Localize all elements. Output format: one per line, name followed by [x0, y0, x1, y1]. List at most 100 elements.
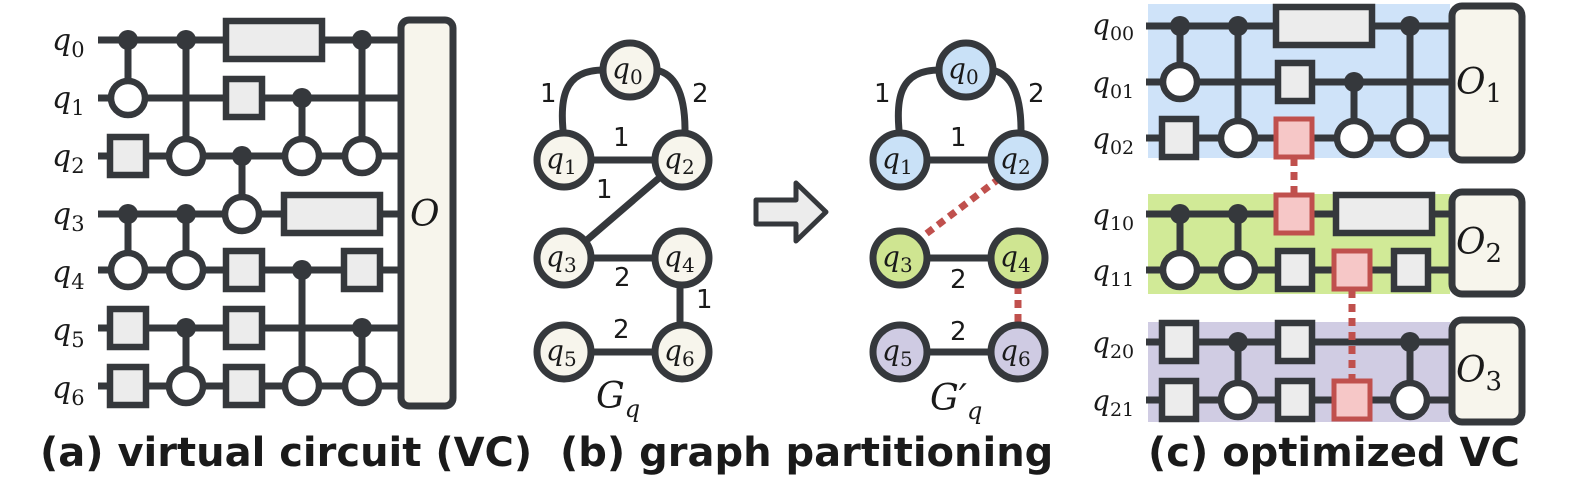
single-qubit-gate: [222, 75, 266, 121]
observable-box-1: [1448, 2, 1526, 164]
target-circle: [1389, 379, 1431, 421]
target-circle: [1159, 61, 1201, 103]
graph-node-q5: [533, 321, 595, 383]
control-dot: [1400, 16, 1420, 36]
target-circle: [1217, 117, 1259, 159]
edge-weight: 2: [692, 79, 709, 109]
target-circle: [221, 193, 263, 235]
qubit-label: q6: [52, 371, 85, 410]
control-dot: [292, 260, 312, 280]
qubit-label: q2: [52, 139, 85, 178]
control-dot: [1344, 72, 1364, 92]
edge-weight: 1: [874, 79, 891, 109]
graph-node-q1: [869, 129, 931, 191]
control-dot: [232, 146, 252, 166]
graph-label: Gq: [596, 376, 640, 423]
cut-gate: [1331, 378, 1373, 422]
graph-node-q0: [935, 39, 997, 101]
target-circle: [165, 135, 207, 177]
edge-weight: 2: [1028, 79, 1045, 109]
qubit-label: q1: [52, 81, 85, 120]
single-qubit-gate: [1274, 377, 1316, 423]
graph-node-q5: [869, 321, 931, 383]
control-dot: [118, 30, 138, 50]
cut-gate: [1331, 248, 1373, 292]
graph-node-q6: [651, 321, 713, 383]
panel-a-virtual-circuit: q0 q1 q2 q3 q4 q5 q6: [40, 16, 532, 476]
control-dot: [1228, 332, 1248, 352]
edge-weight: 1: [540, 79, 557, 109]
control-dot: [1170, 16, 1190, 36]
target-circle: [107, 249, 149, 291]
graph-node-q2: [987, 129, 1049, 191]
edge-weight: 1: [950, 123, 967, 153]
qubit-label: q01: [1092, 66, 1134, 103]
graph-node-q1: [533, 129, 595, 191]
qubit-label: q0: [52, 23, 85, 62]
right-arrow-icon: [753, 180, 829, 244]
graph-node-q0: [599, 39, 661, 101]
control-dot: [1400, 332, 1420, 352]
single-qubit-gate: [1158, 377, 1200, 423]
caption-a: (a) virtual circuit (VC): [40, 430, 532, 476]
caption-c: (c) optimized VC: [1148, 430, 1520, 476]
edge-weight: 2: [950, 265, 967, 295]
control-dot: [1170, 204, 1190, 224]
control-dot: [1228, 16, 1248, 36]
qubit-label: q00: [1092, 8, 1134, 45]
cut-gate: [1273, 116, 1315, 160]
single-qubit-gate: [1274, 247, 1316, 293]
target-circle: [1333, 117, 1375, 159]
graph-node-q3: [869, 227, 931, 289]
two-qubit-gate: [1332, 191, 1436, 237]
single-qubit-gate: [222, 305, 266, 351]
control-dot: [352, 30, 372, 50]
single-qubit-gate: [1274, 59, 1316, 105]
observable-box-3: [1448, 316, 1526, 426]
single-qubit-gate: [106, 133, 150, 179]
qubit-label: q4: [52, 255, 85, 294]
node-label: q0: [612, 52, 643, 89]
control-dot: [176, 30, 196, 50]
target-circle: [1217, 379, 1259, 421]
graph-node-q2: [651, 129, 713, 191]
qubit-label: q10: [1092, 198, 1134, 235]
qubit-label: q3: [52, 197, 85, 236]
target-circle: [165, 365, 207, 407]
node-label: q0: [948, 52, 979, 89]
target-circle: [281, 365, 323, 407]
caption-b: (b) graph partitioning: [560, 430, 1053, 476]
observable-box-2: [1448, 188, 1526, 298]
single-qubit-gate: [222, 247, 266, 293]
control-dot: [352, 318, 372, 338]
panel-b-graph-partitioning: 1 2 1 1 2 1 2 q0 q1 q2 q3 q4 q5 q6 Gq 1: [533, 39, 1053, 476]
single-qubit-gate: [106, 363, 150, 409]
edge-weight: 2: [614, 263, 631, 293]
control-dot: [176, 318, 196, 338]
target-circle: [107, 77, 149, 119]
observable-box: [397, 16, 457, 410]
target-circle: [1217, 249, 1259, 291]
graph-label: G′q: [930, 378, 982, 425]
graph-node-q3: [533, 227, 595, 289]
control-dot: [176, 204, 196, 224]
single-qubit-gate: [1274, 319, 1316, 365]
target-circle: [341, 135, 383, 177]
target-circle: [281, 135, 323, 177]
qubit-label: q20: [1092, 326, 1134, 363]
single-qubit-gate: [222, 363, 266, 409]
single-qubit-gate: [1390, 247, 1432, 293]
graph-node-q6: [987, 321, 1049, 383]
single-qubit-gate: [340, 247, 384, 293]
cut-gate: [1273, 192, 1315, 236]
target-circle: [341, 365, 383, 407]
control-dot: [118, 204, 138, 224]
single-qubit-gate: [1158, 319, 1200, 365]
control-dot: [292, 88, 312, 108]
two-qubit-gate: [1272, 3, 1376, 49]
edge-weight: 1: [613, 123, 630, 153]
qubit-label: q5: [52, 313, 85, 352]
two-qubit-gate: [222, 17, 326, 63]
cut-edge: [915, 175, 1003, 243]
